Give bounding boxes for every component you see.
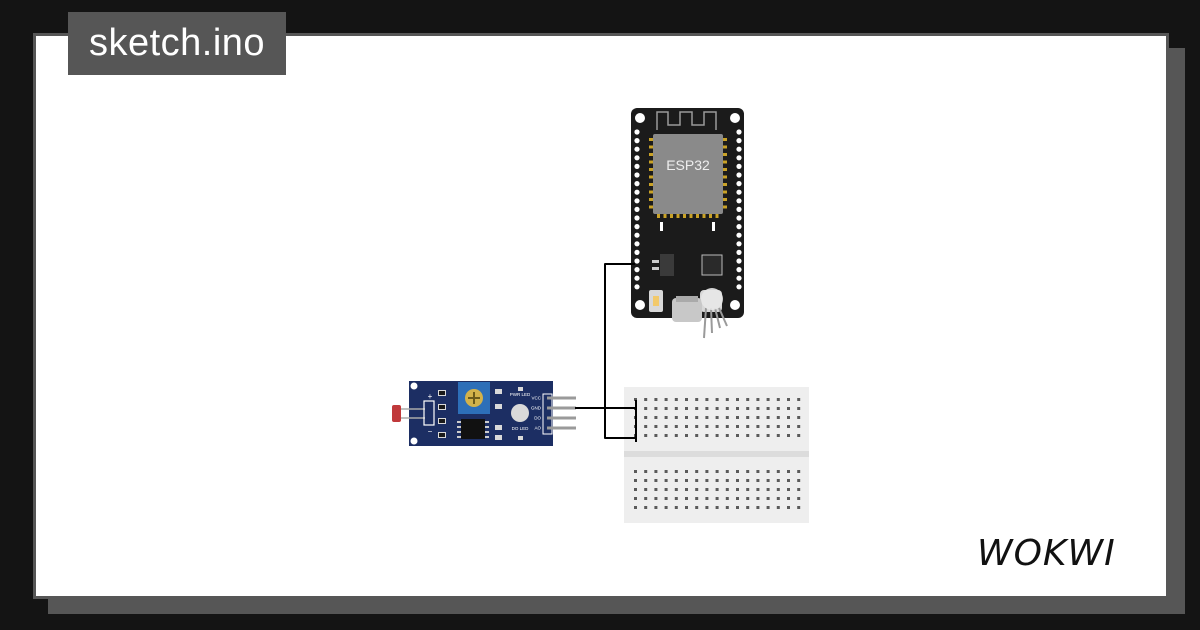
esp32-pin-left[interactable] [634,284,640,290]
esp32-pin-left[interactable] [634,215,640,221]
esp32-pin-right[interactable] [736,215,742,221]
ldr-pin-vcc[interactable] [547,396,576,400]
ldr-pin-do[interactable] [547,416,576,420]
ldr-pin-label: AO [534,426,541,431]
esp32-label: ESP32 [666,157,710,173]
sketch-title-tab[interactable]: sketch.ino [68,12,286,75]
esp32-pin-left[interactable] [634,258,640,264]
esp32-pin-left[interactable] [634,275,640,281]
micro-usb-port [672,298,702,322]
esp32-pin-left[interactable] [634,181,640,187]
ldr-sensor-module[interactable]: + − [392,381,576,446]
esp32-pin-right[interactable] [736,181,742,187]
photoresistor [392,405,401,422]
esp32-pin-left[interactable] [634,198,640,204]
esp32-pin-left[interactable] [634,189,640,195]
esp32-pin-right[interactable] [736,267,742,273]
esp32-pin-right[interactable] [736,129,742,135]
esp32-pin-left[interactable] [634,224,640,230]
esp32-pin-left[interactable] [634,206,640,212]
rgb-led [701,288,723,310]
simulation-canvas[interactable] [33,33,1169,599]
wokwi-logo: WOKWI [977,533,1116,574]
usb-uart-chip [701,254,723,276]
esp32-pin-right[interactable] [736,146,742,152]
esp32-pin-left[interactable] [634,146,640,152]
esp32-pin-right[interactable] [736,249,742,255]
ldr-pin-label: VCC [531,396,541,401]
comparator-chip [461,419,485,439]
ldr-pin-label: DO [534,416,541,421]
esp32-pin-left[interactable] [634,138,640,144]
polarity-minus: − [428,427,433,436]
svg-text:WOKWI: WOKWI [977,533,1116,574]
do-led-label: DO LED [512,426,530,431]
esp32-module-shield [653,134,723,214]
esp32-pin-right[interactable] [736,258,742,264]
esp32-pin-right[interactable] [736,224,742,230]
esp32-pin-left[interactable] [634,129,640,135]
polarity-plus: + [428,392,433,401]
wire-esp32-to-breadboard [604,263,636,439]
esp32-pin-left[interactable] [634,163,640,169]
esp32-pin-left[interactable] [634,232,640,238]
esp32-pin-left[interactable] [634,172,640,178]
esp32-pin-right[interactable] [736,206,742,212]
esp32-pin-left[interactable] [634,267,640,273]
pwr-led-label: PWR LED [510,392,531,397]
esp32-pin-right[interactable] [736,172,742,178]
esp32-board[interactable]: ESP32 [631,108,744,339]
esp32-pin-left[interactable] [634,241,640,247]
esp32-pin-right[interactable] [736,163,742,169]
ldr-pin-gnd[interactable] [547,406,576,410]
mini-breadboard[interactable] [624,387,809,523]
esp32-pin-right[interactable] [736,138,742,144]
wires[interactable] [575,263,637,442]
esp32-pin-left[interactable] [634,249,640,255]
ldr-pin-ao[interactable] [547,426,576,430]
esp32-pin-right[interactable] [736,189,742,195]
esp32-pin-left[interactable] [634,155,640,161]
ldr-pin-label: GND [531,406,542,411]
esp32-pin-right[interactable] [736,198,742,204]
voltage-regulator [660,254,674,276]
esp32-pin-right[interactable] [736,232,742,238]
esp32-pin-right[interactable] [736,284,742,290]
esp32-pin-right[interactable] [736,275,742,281]
esp32-pin-right[interactable] [736,155,742,161]
status-led [511,404,529,422]
esp32-pin-right[interactable] [736,241,742,247]
